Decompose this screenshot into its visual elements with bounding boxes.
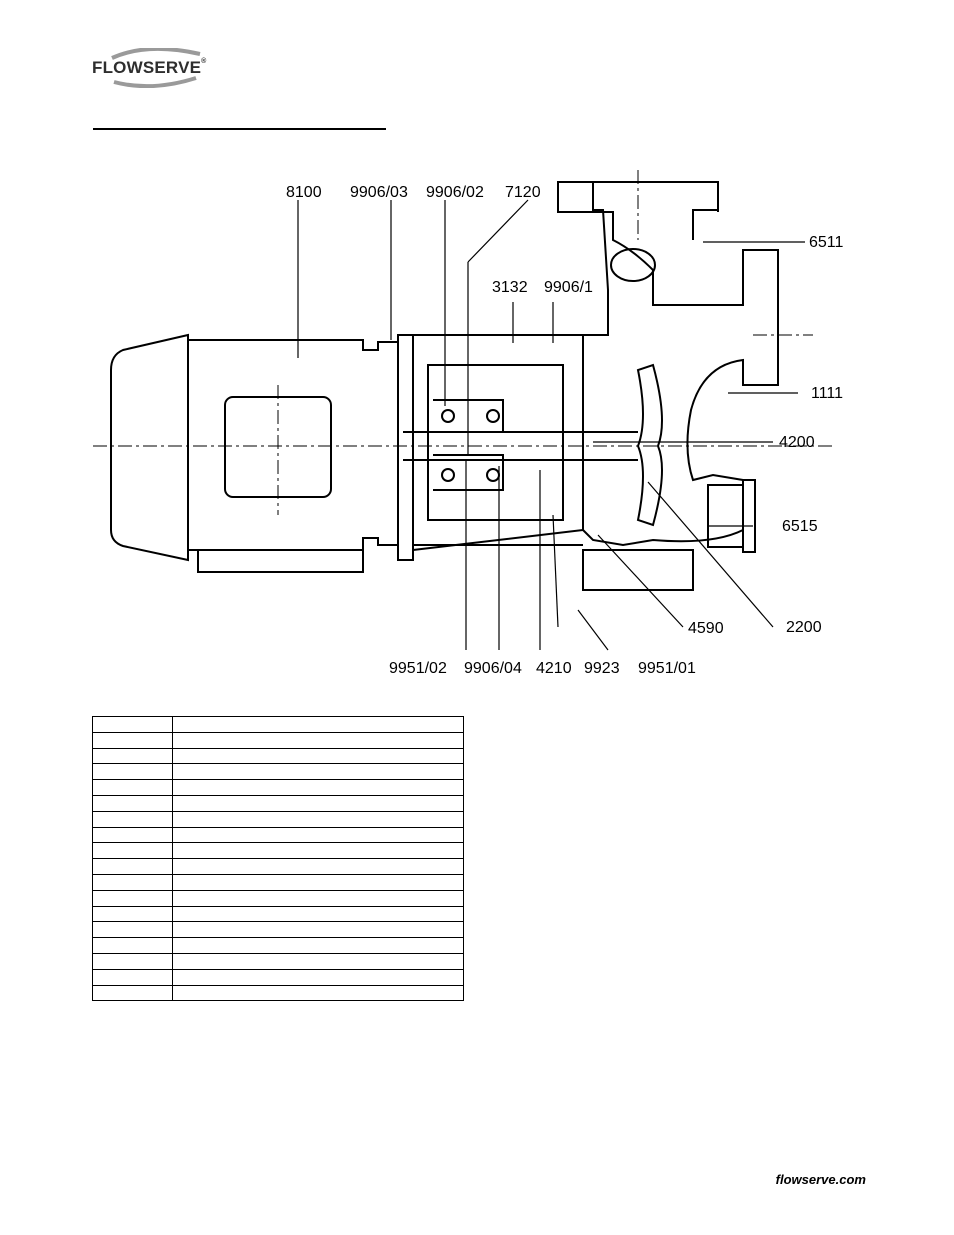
part-number-cell: [92, 779, 173, 796]
part-number-cell: [92, 731, 173, 749]
part-number-cell: [92, 937, 173, 954]
part-description-cell: [172, 731, 464, 749]
callout-7120: 7120: [505, 184, 541, 201]
callout-6515: 6515: [782, 518, 818, 535]
section-title-rule: [93, 128, 386, 130]
table-row: [92, 763, 464, 781]
part-description-cell: [172, 905, 464, 923]
callout-9951-01: 9951/01: [638, 660, 696, 677]
part-number-cell: [92, 968, 173, 986]
part-description-cell: [172, 810, 464, 828]
callout-9906-04: 9906/04: [464, 660, 522, 677]
table-row: [92, 952, 464, 970]
footer-website: flowserve.com: [775, 1172, 866, 1187]
flowserve-logo: FLOWSERVE®: [92, 46, 210, 89]
callout-3132: 3132: [492, 279, 528, 296]
callout-9906-02: 9906/02: [426, 184, 484, 201]
part-number-cell: [92, 873, 173, 891]
table-row: [92, 889, 464, 907]
part-number-cell: [92, 984, 173, 1002]
callout-4590: 4590: [688, 620, 724, 637]
callout-9906-03: 9906/03: [350, 184, 408, 201]
part-description-cell: [172, 921, 464, 939]
table-row: [92, 905, 464, 923]
part-description-cell: [172, 858, 464, 875]
table-row: [92, 858, 464, 875]
table-row: [92, 873, 464, 891]
table-row: [92, 810, 464, 828]
part-number-cell: [92, 716, 173, 733]
part-description-cell: [172, 779, 464, 796]
callout-4210: 4210: [536, 660, 572, 677]
part-description-cell: [172, 889, 464, 907]
part-description-cell: [172, 873, 464, 891]
part-description-cell: [172, 826, 464, 844]
callout-9906-1: 9906/1: [544, 279, 593, 296]
impeller: [636, 363, 663, 527]
pump-sectional-drawing: 8100 9906/03 9906/02 7120 3132 9906/1 65…: [93, 170, 858, 680]
callout-6511: 6511: [809, 234, 844, 251]
part-number-cell: [92, 747, 173, 765]
pump-casing: [557, 181, 779, 547]
part-description-cell: [172, 763, 464, 781]
part-number-cell: [92, 826, 173, 844]
table-row: [92, 747, 464, 765]
logo-swoosh-icon: [111, 46, 201, 89]
discharge-flange: [557, 182, 719, 212]
callout-4200: 4200: [779, 434, 815, 451]
part-description-cell: [172, 842, 464, 860]
part-number-cell: [92, 810, 173, 828]
table-row: [92, 794, 464, 812]
logo-wordmark: FLOWSERVE: [92, 58, 202, 77]
part-description-cell: [172, 716, 464, 733]
part-number-cell: [92, 842, 173, 860]
callout-2200: 2200: [786, 619, 822, 636]
logo-registered-mark: ®: [201, 58, 207, 65]
part-description-cell: [172, 968, 464, 986]
part-description-cell: [172, 984, 464, 1002]
motor-flange: [397, 334, 414, 561]
parts-list-table: [92, 716, 464, 1002]
table-row: [92, 921, 464, 939]
table-row: [92, 779, 464, 796]
callout-1111: 1111: [811, 385, 843, 402]
part-description-cell: [172, 794, 464, 812]
callout-8100: 8100: [286, 184, 322, 201]
callout-9923: 9923: [584, 660, 620, 677]
table-row: [92, 842, 464, 860]
part-number-cell: [92, 763, 173, 781]
part-number-cell: [92, 889, 173, 907]
table-row: [92, 716, 464, 733]
part-number-cell: [92, 858, 173, 875]
table-row: [92, 968, 464, 986]
table-row: [92, 984, 464, 1002]
table-row: [92, 826, 464, 844]
table-row: [92, 937, 464, 954]
part-description-cell: [172, 952, 464, 970]
part-number-cell: [92, 905, 173, 923]
table-row: [92, 731, 464, 749]
part-number-cell: [92, 921, 173, 939]
motor-fan-cover: [110, 333, 189, 562]
part-description-cell: [172, 937, 464, 954]
part-description-cell: [172, 747, 464, 765]
part-number-cell: [92, 952, 173, 970]
callout-9951-02: 9951/02: [389, 660, 447, 677]
part-number-cell: [92, 794, 173, 812]
